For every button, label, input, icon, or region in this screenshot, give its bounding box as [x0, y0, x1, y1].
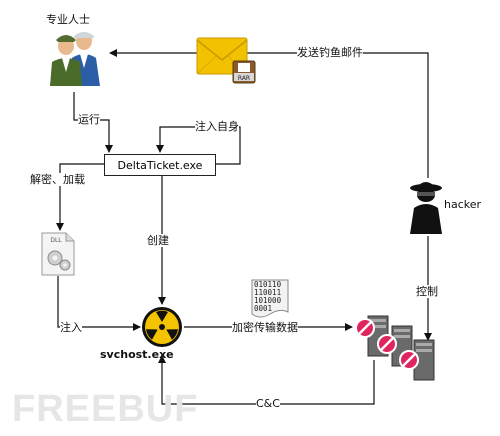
- edge-inject-self-label: 注入自身: [195, 120, 239, 133]
- node-hacker-label: hacker: [444, 198, 482, 211]
- node-deltaticket-label: DeltaTicket.exe: [117, 158, 203, 172]
- edge-decrypt-load: [56, 163, 104, 231]
- rar-archive-icon: RAR: [232, 60, 256, 84]
- blocked-icon-2: [377, 334, 397, 354]
- binary-data-icon: 010110 110011 101000 0001: [250, 278, 290, 320]
- node-svchost-label: svchost.exe: [100, 348, 174, 361]
- edge-inject: [57, 276, 141, 331]
- hacker-icon: [406, 178, 446, 234]
- binary-text: 010110 110011 101000 0001: [254, 280, 282, 313]
- cnc-servers-icon: [354, 314, 438, 384]
- edge-control-label: 控制: [416, 285, 438, 298]
- radioactive-icon: [141, 306, 183, 348]
- edge-create-label: 创建: [147, 234, 169, 247]
- edge-decrypt-load-label: 解密、加载: [30, 173, 85, 186]
- blocked-icon-1: [355, 318, 375, 338]
- professional-people-icon: [44, 28, 106, 88]
- rar-label: RAR: [238, 75, 250, 82]
- edge-encrypted-transfer-label: 加密传输数据: [232, 321, 298, 334]
- edge-cnc-label: C&C: [256, 397, 280, 410]
- edge-phishing-label: 发送钓鱼邮件: [297, 46, 363, 59]
- node-professional-label: 专业人士: [46, 13, 90, 26]
- node-deltaticket: DeltaTicket.exe: [104, 154, 216, 176]
- edge-inject-self: [156, 126, 241, 165]
- watermark-logo: FREEBUF: [12, 388, 199, 430]
- edge-inject-label: 注入: [60, 321, 82, 334]
- dll-file-icon: DLL: [40, 232, 76, 276]
- dll-label: DLL: [50, 237, 62, 244]
- edge-run-label: 运行: [78, 113, 100, 126]
- blocked-icon-3: [399, 350, 419, 370]
